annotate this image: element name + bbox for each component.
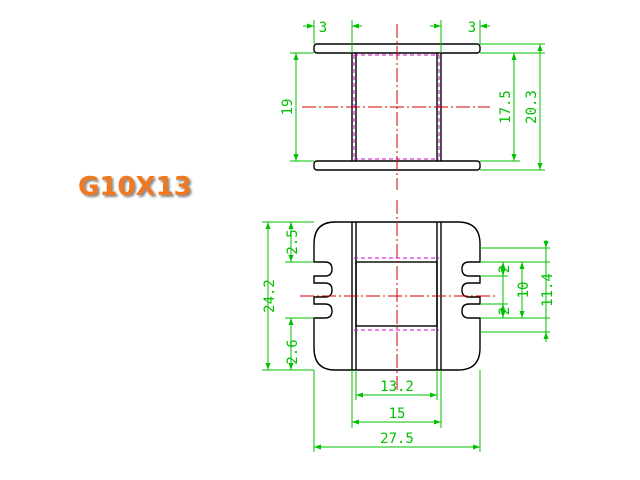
dim-top-inner-height: 19 [280, 99, 296, 116]
dim-top-flange-left: 3 [319, 20, 327, 36]
dim-bobbin-width: 15 [389, 406, 406, 422]
part-title: G10X13 [78, 172, 192, 202]
dim-top-window: 17.5 [498, 90, 514, 124]
dim-pin-total: 11.4 [540, 273, 556, 307]
dim-pin-span: 10 [516, 282, 532, 299]
front-view: 2.5 24.2 2.6 2 2 10 11.4 13.2 15 27.5 [262, 200, 556, 452]
dim-top-flange-right: 3 [468, 20, 476, 36]
dim-pin-gap-a: 2 [497, 265, 513, 273]
dim-top-total: 20.3 [524, 90, 540, 124]
dim-front-bottom: 2.6 [285, 339, 301, 364]
top-view: 3 3 19 17.5 20.3 [280, 20, 545, 190]
dim-pin-gap-b: 2 [497, 307, 513, 315]
dim-total-width: 27.5 [380, 431, 414, 447]
front-outline [313, 221, 481, 371]
dim-front-slot: 2.5 [285, 229, 301, 254]
dim-core-width: 13.2 [380, 379, 414, 395]
dim-front-height: 24.2 [262, 279, 278, 313]
